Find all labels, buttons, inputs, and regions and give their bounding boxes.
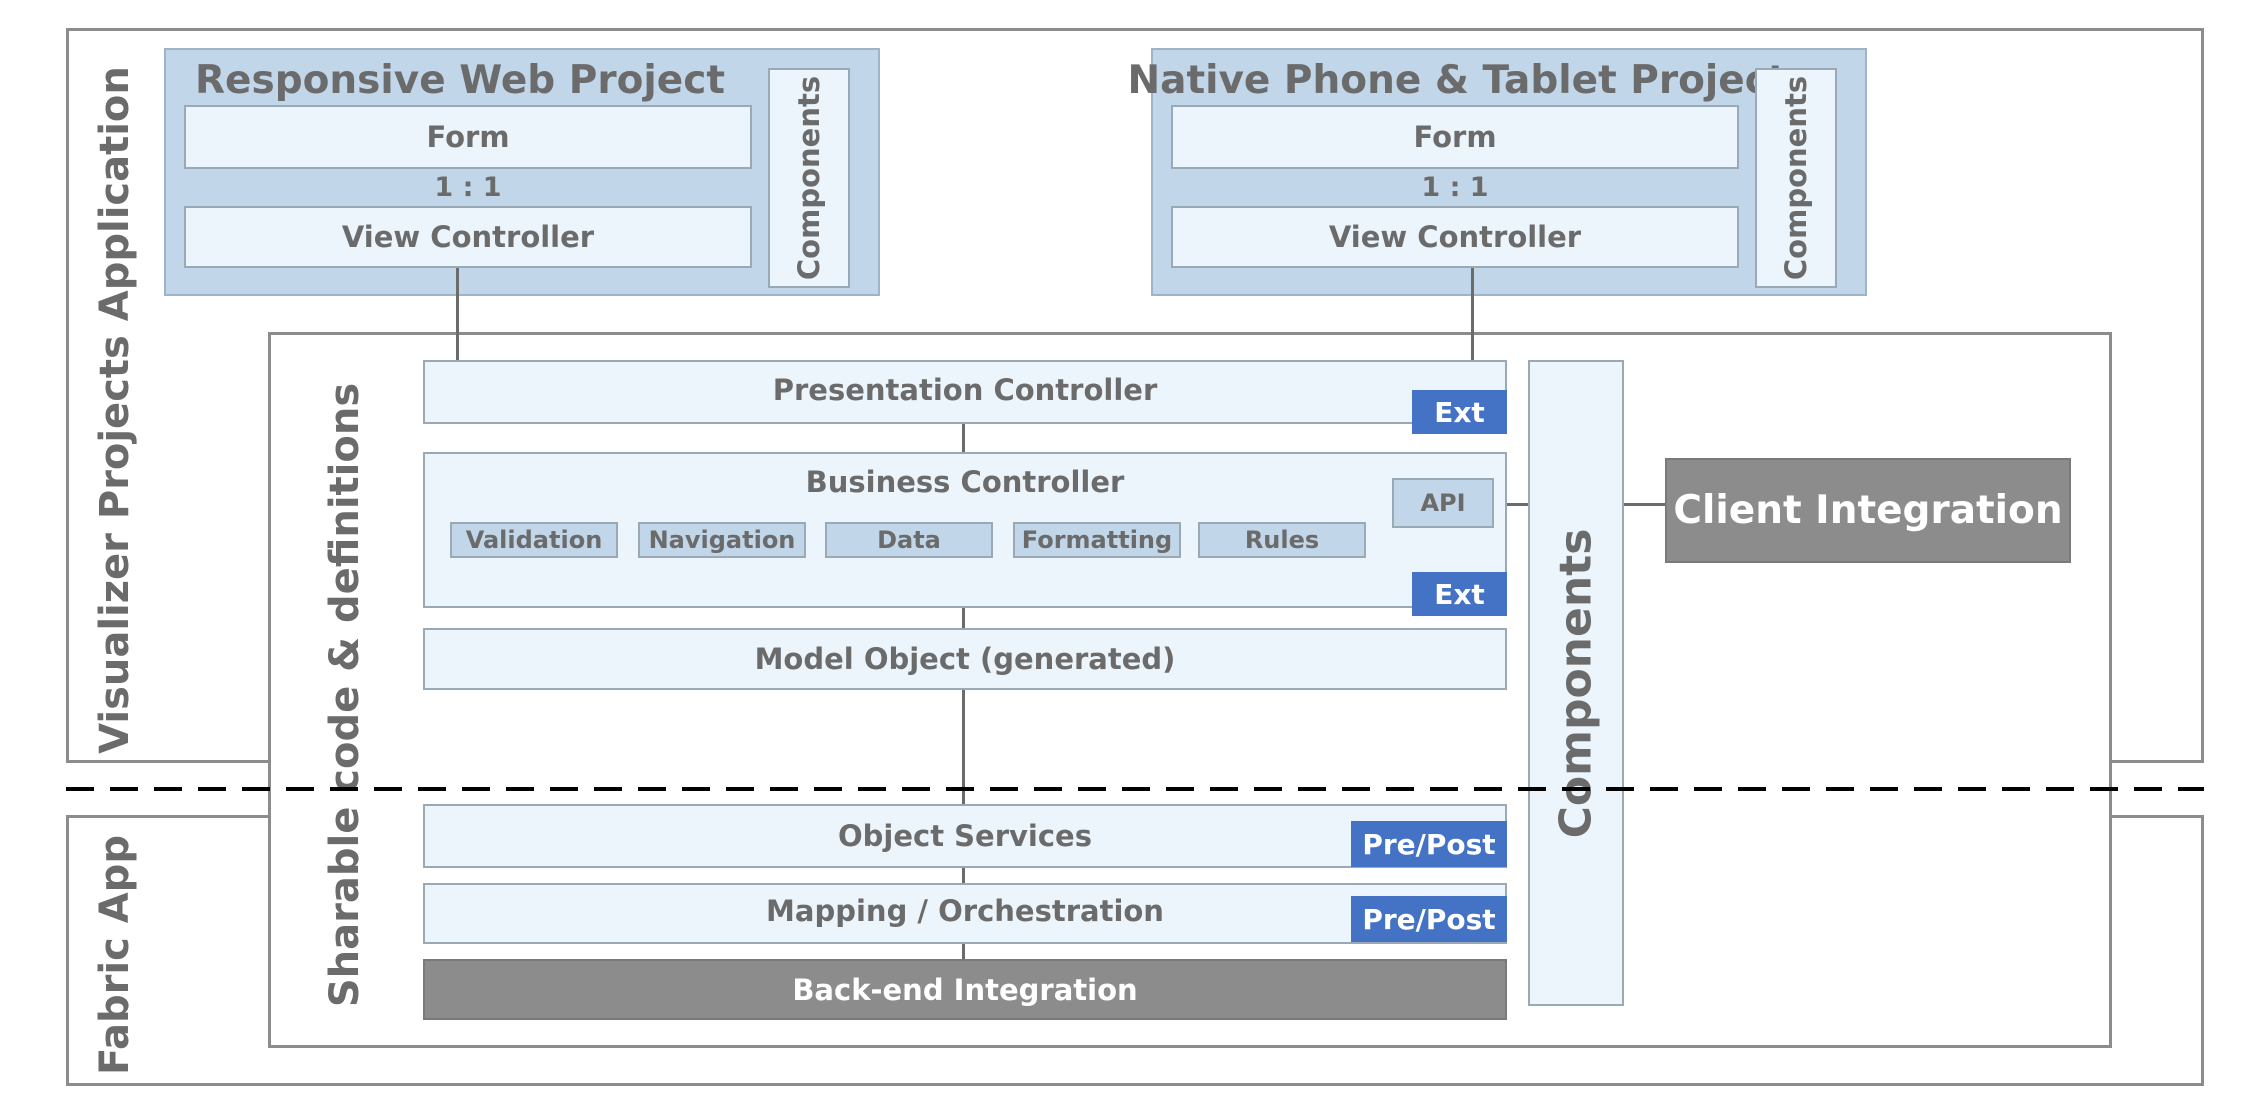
native-ratio-label: 1 : 1 <box>1421 171 1489 203</box>
rules-chip: Rules <box>1198 522 1366 558</box>
web-to-presentation-line <box>456 268 459 362</box>
presentation-ext-tag: Ext <box>1412 390 1507 434</box>
mapping-orchestration-label: Mapping / Orchestration <box>766 894 1164 928</box>
web-project-title: Responsive Web Project <box>195 57 725 103</box>
business-controller-label: Business Controller <box>805 465 1125 499</box>
business-to-model-line <box>962 606 965 632</box>
presentation-to-business-line <box>962 424 965 454</box>
mapping-orchestration-box <box>423 883 1507 944</box>
web-view-controller-box: View Controller <box>184 206 752 268</box>
presentation-controller-box <box>423 360 1507 424</box>
backend-integration-box: Back-end Integration <box>423 959 1507 1020</box>
object-services-to-mapping-line <box>962 868 965 886</box>
object-services-box <box>423 804 1507 868</box>
model-object-box: Model Object (generated) <box>423 628 1507 690</box>
object-services-prepost-tag: Pre/Post <box>1351 821 1507 867</box>
api-chip: API <box>1392 478 1494 528</box>
web-ratio-label: 1 : 1 <box>434 171 502 203</box>
data-chip: Data <box>825 522 993 558</box>
sharable-code-label: Sharable code & definitions <box>322 382 368 1008</box>
fabric-region-label: Fabric App <box>92 835 138 1075</box>
region-separator-dashed-line <box>66 787 2204 791</box>
client-integration-box: Client Integration <box>1665 458 2071 563</box>
native-view-controller-box: View Controller <box>1171 206 1739 268</box>
native-form-box: Form <box>1171 105 1739 169</box>
presentation-controller-label: Presentation Controller <box>772 373 1158 407</box>
visualizer-region-label: Visualizer Projects Application <box>92 66 139 754</box>
business-ext-tag: Ext <box>1412 572 1507 616</box>
native-to-presentation-line <box>1471 268 1474 362</box>
web-components-box: Components <box>768 68 850 288</box>
web-form-box: Form <box>184 105 752 169</box>
formatting-chip: Formatting <box>1013 522 1181 558</box>
navigation-chip: Navigation <box>638 522 806 558</box>
mapping-prepost-tag: Pre/Post <box>1351 896 1507 942</box>
validation-chip: Validation <box>450 522 618 558</box>
native-components-box: Components <box>1755 68 1837 288</box>
mapping-to-backend-line <box>962 944 965 962</box>
components-bar: Components <box>1528 360 1624 1006</box>
native-project-title: Native Phone & Tablet Project <box>1127 57 1787 103</box>
model-to-object-services-line <box>962 690 965 808</box>
object-services-label: Object Services <box>838 819 1092 853</box>
